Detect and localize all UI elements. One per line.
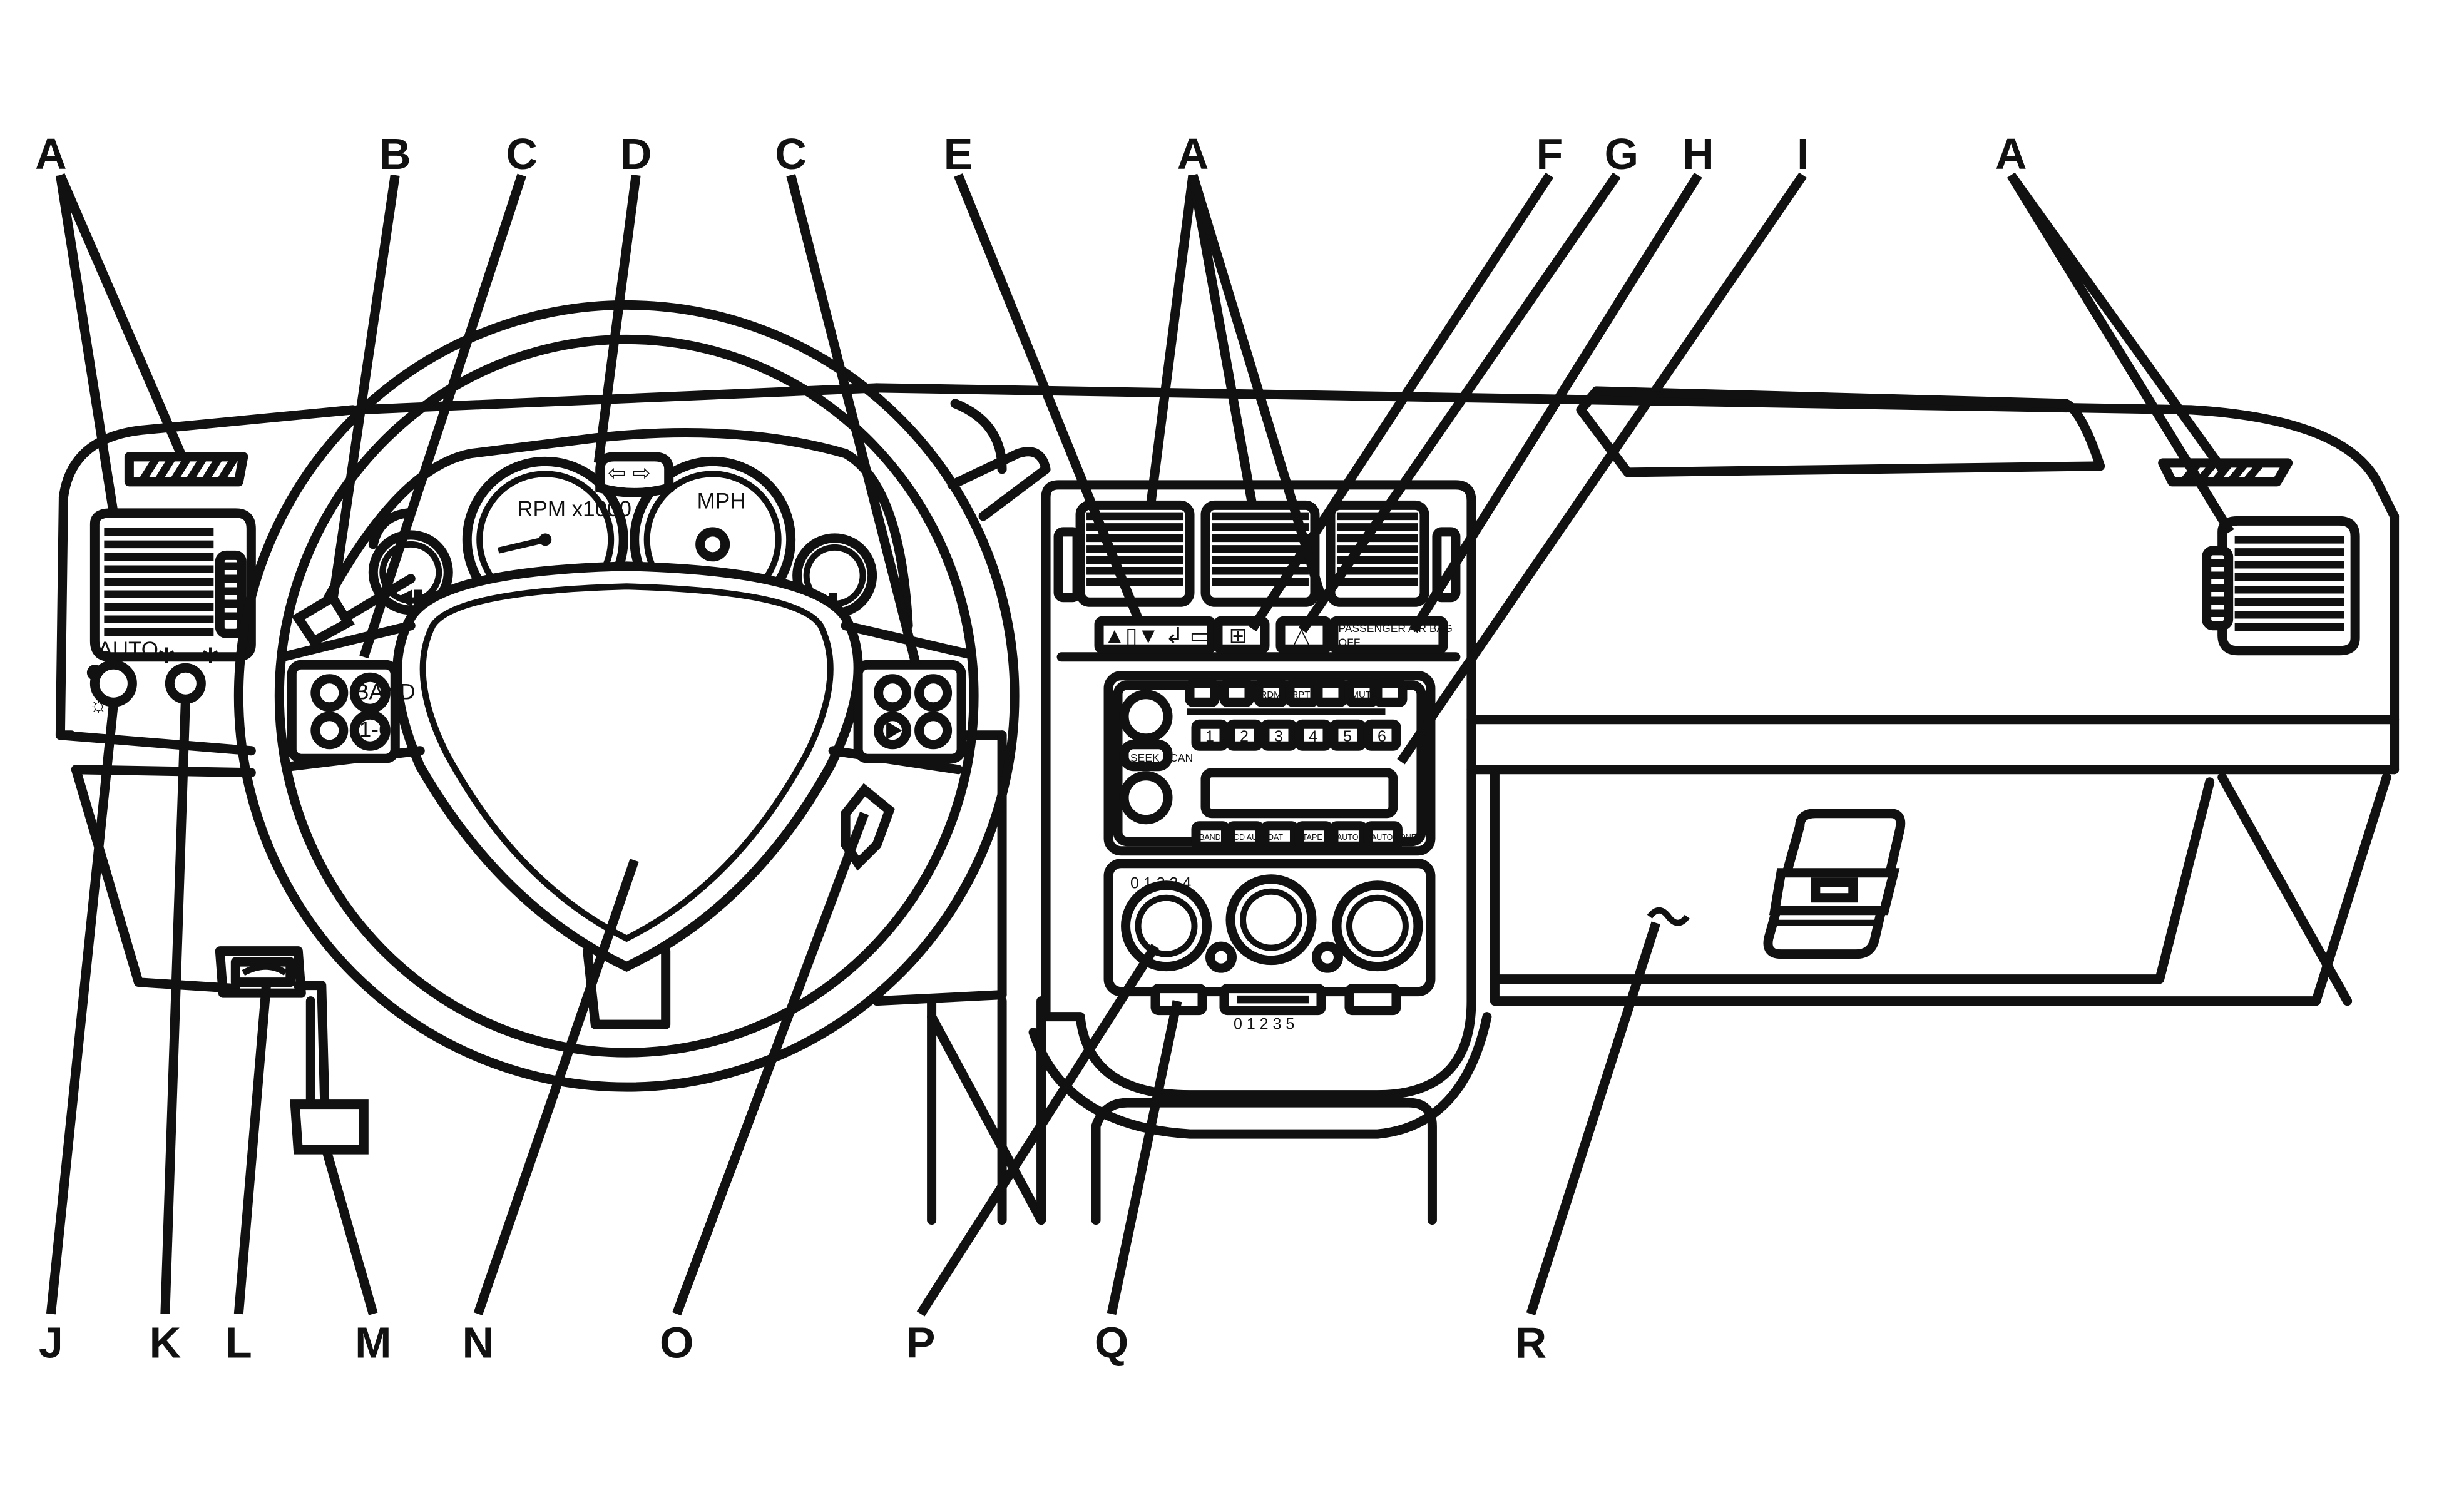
radio-function-button[interactable] — [1260, 821, 1299, 851]
svg-text:▲▯▼ ↲ ▭: ▲▯▼ ↲ ▭ — [1104, 623, 1210, 648]
radio-function-label: AUTO TONE — [1371, 833, 1416, 842]
outside-air-button[interactable] — [1311, 941, 1343, 973]
radio-preset-button[interactable] — [1294, 719, 1332, 751]
radio-top-button[interactable] — [1373, 678, 1408, 707]
callout-label-a: A — [35, 130, 67, 178]
callout-label-d: D — [620, 130, 652, 178]
radio: SEEK SCAN RDM RPT MUTE 1 2 3 4 5 6 BAND CD AUX DA… — [1103, 671, 1436, 856]
headlamp-switch[interactable]: AUTO ☼ — [86, 638, 158, 717]
leader-lines — [46, 172, 2234, 1317]
left-defrost-vent — [124, 452, 248, 487]
radio-function-label: AUTO EQ — [1337, 833, 1372, 842]
steering-band-label: BAND — [354, 680, 415, 704]
radio-preset-button[interactable] — [1363, 719, 1401, 751]
svg-text:AUTO: AUTO — [98, 638, 158, 662]
radio-preset-label: 2 — [1240, 728, 1249, 745]
callout-label-b: B — [379, 130, 411, 178]
svg-text:☼: ☼ — [88, 692, 108, 717]
button-strip: ▲▯▼ ↲ ▭ ⊞ △ PASSENGER AIR BAG OFF — [1094, 616, 1453, 654]
recirc-button[interactable] — [1205, 941, 1237, 973]
climate-controls: 0 1 2 3 4 0 1 2 3 5 — [1103, 859, 1436, 1033]
turn-signal-lever[interactable] — [291, 574, 416, 648]
radio-top-button[interactable] — [1219, 678, 1254, 707]
radio-preset-button[interactable] — [1225, 719, 1264, 751]
radio-top-button[interactable] — [1254, 678, 1289, 707]
radio-preset-label: 3 — [1274, 728, 1283, 745]
radio-top-label: RPT — [1291, 690, 1310, 700]
callout-label-i: I — [1797, 130, 1809, 178]
callout-label-p: P — [906, 1319, 936, 1367]
callout-label-r: R — [1515, 1319, 1547, 1367]
callout-label-c: C — [506, 130, 538, 178]
callout-label-k: K — [150, 1319, 181, 1367]
airbag-off-label: OFF — [1338, 636, 1360, 648]
fan-scale: 0 1 2 3 4 — [1130, 875, 1191, 892]
radio-function-label: CD AUX — [1234, 833, 1263, 842]
callout-label-e: E — [944, 130, 973, 178]
passenger-seat-heater[interactable] — [1344, 984, 1401, 1016]
radio-function-button[interactable] — [1294, 821, 1334, 851]
callout-label-l: L — [225, 1319, 252, 1367]
radio-function-label: TAPE — [1302, 833, 1322, 842]
power-volume-knob[interactable] — [1119, 690, 1173, 743]
radio-preset-button[interactable] — [1191, 719, 1229, 751]
left-side-vent — [89, 508, 256, 662]
radio-top-button[interactable] — [1313, 678, 1348, 707]
svg-text:⇦ ⇨: ⇦ ⇨ — [608, 461, 650, 485]
radio-preset-button[interactable] — [1329, 719, 1367, 751]
seek-button[interactable] — [1119, 740, 1173, 772]
callout-label-c: C — [775, 130, 807, 178]
dimmer-knob[interactable]: ✲ ✲ — [157, 644, 220, 704]
svg-text:⊞: ⊞ — [1229, 623, 1247, 648]
radio-function-button[interactable] — [1363, 821, 1403, 851]
seek-label: SEEK SCAN — [1130, 752, 1193, 764]
callout-label-g: G — [1605, 130, 1638, 178]
callout-label-m: M — [355, 1319, 391, 1367]
tach-label: RPM x1000 — [517, 497, 631, 521]
mph-label: MPH — [697, 489, 746, 513]
radio-preset-label: 6 — [1378, 728, 1386, 745]
airbag-label: PASSENGER AIR BAG — [1338, 622, 1452, 635]
radio-preset-label: 1 — [1205, 728, 1214, 745]
svg-text:✲: ✲ — [157, 644, 175, 668]
radio-preset-button[interactable] — [1260, 719, 1298, 751]
callout-label-o: O — [660, 1319, 693, 1367]
callout-label-a: A — [1995, 130, 2027, 178]
traction-button[interactable] — [1094, 616, 1217, 654]
callout-label-h: H — [1682, 130, 1714, 178]
radio-top-label: MUTE — [1351, 690, 1377, 700]
radio-top-label: RDM — [1260, 690, 1281, 700]
callout-label-f: F — [1536, 130, 1563, 178]
right-side-vent — [2202, 516, 2360, 656]
callout-label-q: Q — [1095, 1319, 1128, 1367]
hood-release[interactable] — [215, 946, 306, 998]
tune-knob[interactable] — [1119, 771, 1173, 825]
callout-label-j: J — [39, 1319, 63, 1367]
svg-text:✲: ✲ — [201, 644, 219, 668]
radio-preset-label: 5 — [1343, 728, 1352, 745]
parking-brake-pedal[interactable] — [290, 981, 369, 1155]
radio-top-button[interactable] — [1185, 678, 1220, 707]
radio-function-label: DAT — [1268, 833, 1283, 842]
steering-preset-label: 1-6 — [359, 717, 391, 742]
center-vents — [1053, 500, 1461, 607]
radio-preset-label: 4 — [1309, 728, 1317, 745]
callout-label-a: A — [1177, 130, 1209, 178]
glove-box[interactable] — [1647, 809, 1906, 959]
steering-wheel[interactable]: BAND 1-6 — [233, 300, 1020, 1092]
temp-scale: 0 1 2 3 5 — [1234, 1016, 1294, 1033]
radio-function-label: BAND — [1199, 833, 1221, 842]
callout-label-n: N — [462, 1319, 494, 1367]
